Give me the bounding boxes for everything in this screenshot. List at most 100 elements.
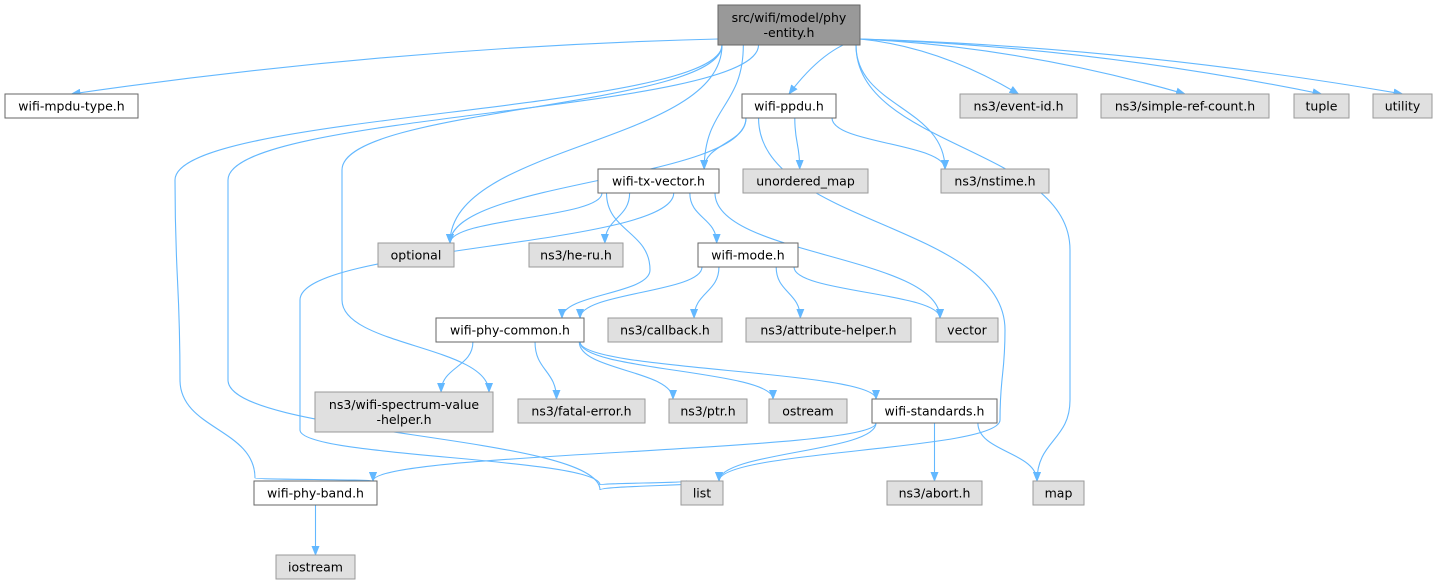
node-label: vector (947, 323, 988, 338)
node-vector[interactable]: vector (935, 317, 999, 343)
node-box (314, 391, 494, 433)
edge-wifi-standards-to-map (977, 422, 1041, 482)
node-box (1100, 93, 1270, 119)
edge-wifi-ppdu-to-list (715, 117, 1006, 482)
node-label: -entity.h (764, 25, 815, 40)
edge-root-to-optional (446, 44, 723, 244)
node-label: ns3/event-id.h (973, 99, 1063, 114)
node-utility[interactable]: utility (1372, 93, 1433, 119)
node-box (528, 242, 624, 268)
edge-wifi-tx-vector-to-wifi-phy-common (558, 192, 651, 319)
node-box (668, 398, 748, 424)
node-label: ns3/abort.h (899, 486, 971, 501)
node-label: wifi-standards.h (885, 404, 985, 419)
node-spectrum-value-helper[interactable]: ns3/wifi-spectrum-value-helper.h (314, 391, 494, 433)
node-label: unordered_map (756, 174, 855, 189)
node-box (745, 317, 912, 343)
node-box (253, 480, 378, 506)
node-label: ns3/attribute-helper.h (760, 323, 896, 338)
node-box (1372, 93, 1433, 119)
node-unordered-map[interactable]: unordered_map (742, 168, 869, 194)
node-box (886, 480, 983, 506)
nodes-layer: src/wifi/model/phy-entity.h wifi-mpdu-typ… (4, 4, 1433, 580)
node-box (597, 168, 720, 194)
node-map[interactable]: map (1032, 480, 1085, 506)
node-wifi-phy-band[interactable]: wifi-phy-band.h (253, 480, 378, 506)
node-ptr[interactable]: ns3/ptr.h (668, 398, 748, 424)
edge-root-to-wifi-mpdu-type (70, 38, 719, 97)
node-label: -helper.h (376, 412, 431, 427)
node-label: ns3/simple-ref-count.h (1115, 99, 1255, 114)
edges-layer (70, 38, 1404, 556)
node-box (1032, 480, 1085, 506)
edge-wifi-mode-to-attribute-helper (775, 266, 805, 319)
edge-wifi-phy-common-to-fatal-error (534, 341, 561, 400)
node-label: ns3/nstime.h (954, 174, 1035, 189)
edge-wifi-tx-vector-to-vector (714, 192, 944, 319)
edge-root-to-tuple (859, 38, 1323, 97)
node-he-ru[interactable]: ns3/he-ru.h (528, 242, 624, 268)
node-box (940, 168, 1050, 194)
node-list[interactable]: list (680, 480, 724, 506)
edge-wifi-phy-common-to-spectrum-value-helper (437, 341, 474, 393)
edge-wifi-ppdu-to-nstime (831, 117, 949, 170)
node-box (680, 480, 724, 506)
node-box (377, 242, 455, 268)
node-box (4, 93, 139, 119)
node-root[interactable]: src/wifi/model/phy-entity.h (717, 4, 861, 46)
node-tuple[interactable]: tuple (1293, 93, 1350, 119)
edge-wifi-ppdu-to-unordered-map (794, 117, 804, 170)
node-wifi-mode[interactable]: wifi-mode.h (697, 242, 799, 268)
edge-wifi-tx-vector-to-he-ru (600, 192, 631, 244)
node-label: tuple (1306, 99, 1338, 114)
edge-wifi-phy-common-to-wifi-standards (579, 341, 880, 400)
edge-wifi-phy-common-to-ostream (579, 341, 777, 400)
edge-wifi-mode-to-wifi-phy-common (576, 266, 703, 319)
node-box (959, 93, 1078, 119)
node-callback[interactable]: ns3/callback.h (607, 317, 723, 343)
node-label: list (693, 486, 711, 501)
node-wifi-standards[interactable]: wifi-standards.h (871, 398, 998, 424)
node-box (742, 168, 869, 194)
node-label: wifi-phy-common.h (450, 323, 570, 338)
node-ostream[interactable]: ostream (768, 398, 848, 424)
edge-root-to-event-id (859, 38, 1020, 95)
node-fatal-error[interactable]: ns3/fatal-error.h (517, 398, 646, 424)
node-event-id[interactable]: ns3/event-id.h (959, 93, 1078, 119)
node-box (435, 317, 585, 343)
node-label: ns3/ptr.h (680, 404, 735, 419)
node-optional[interactable]: optional (377, 242, 455, 268)
node-label: optional (391, 248, 442, 263)
node-nstime[interactable]: ns3/nstime.h (940, 168, 1050, 194)
node-abort[interactable]: ns3/abort.h (886, 480, 983, 506)
node-wifi-phy-common[interactable]: wifi-phy-common.h (435, 317, 585, 343)
edge-root-to-spectrum-value-helper (341, 44, 723, 393)
edge-wifi-phy-common-to-ptr (578, 341, 677, 400)
edge-root-to-wifi-phy-band (174, 44, 723, 482)
node-box (935, 317, 999, 343)
node-wifi-tx-vector[interactable]: wifi-tx-vector.h (597, 168, 720, 194)
node-wifi-mpdu-type[interactable]: wifi-mpdu-type.h (4, 93, 139, 119)
edge-wifi-mode-to-vector (793, 266, 944, 319)
edge-root-to-wifi-tx-vector (700, 44, 744, 170)
node-simple-ref-count[interactable]: ns3/simple-ref-count.h (1100, 93, 1270, 119)
edge-root-to-list (227, 44, 760, 491)
node-label: wifi-mode.h (711, 248, 784, 263)
edge-wifi-mode-to-callback (690, 266, 720, 319)
node-label: ns3/fatal-error.h (531, 404, 631, 419)
node-wifi-ppdu[interactable]: wifi-ppdu.h (741, 93, 837, 119)
node-iostream[interactable]: iostream (275, 554, 356, 580)
node-label: iostream (288, 560, 343, 575)
node-box (768, 398, 848, 424)
node-label: map (1045, 486, 1073, 501)
node-box (871, 398, 998, 424)
node-attribute-helper[interactable]: ns3/attribute-helper.h (745, 317, 912, 343)
node-label: utility (1385, 99, 1421, 114)
edge-wifi-standards-to-wifi-phy-band (369, 422, 877, 482)
node-label: wifi-ppdu.h (754, 99, 824, 114)
node-label: src/wifi/model/phy (732, 10, 847, 25)
node-label: ns3/callback.h (620, 323, 710, 338)
edge-wifi-tx-vector-to-list (299, 192, 691, 491)
node-box (607, 317, 723, 343)
